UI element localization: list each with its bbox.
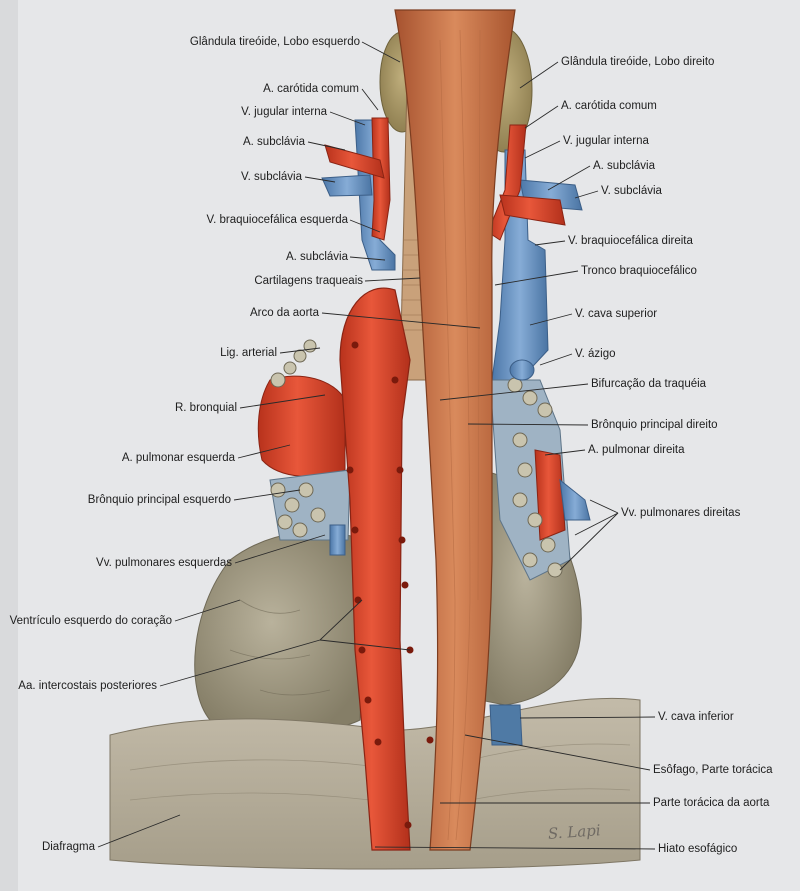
label-left-internal-jugular: V. jugular interna bbox=[241, 106, 327, 118]
label-tracheal-bifurcation: Bifurcação da traquéia bbox=[591, 378, 707, 390]
label-left-pulmonary-veins: Vv. pulmonares esquerdas bbox=[96, 557, 232, 569]
label-left-common-carotid: A. carótida comum bbox=[263, 83, 359, 95]
label-right-pulmonary-veins: Vv. pulmonares direitas bbox=[621, 507, 741, 519]
left-subclavian-vein bbox=[321, 174, 373, 197]
label-right-pulmonary-artery: A. pulmonar direita bbox=[588, 444, 685, 456]
label-azygos-vein: V. ázigo bbox=[575, 348, 616, 360]
label-posterior-intercostal-arteries: Aa. intercostais posteriores bbox=[18, 680, 157, 692]
right-subclavian-artery bbox=[499, 194, 566, 226]
left-pulmonary-veins bbox=[329, 524, 346, 556]
intercostal-artery-origins bbox=[346, 341, 434, 829]
page-gutter bbox=[0, 0, 18, 891]
label-left-main-bronchus: Brônquio principal esquerdo bbox=[87, 494, 231, 506]
right-pulmonary-artery bbox=[534, 449, 566, 541]
inferior-vena-cava bbox=[489, 704, 523, 746]
label-thoracic-esophagus: Esôfago, Parte torácica bbox=[653, 764, 773, 776]
label-left-brachiocephalic-vein: V. braquiocefálica esquerda bbox=[206, 214, 348, 226]
label-right-common-carotid: A. carótida comum bbox=[561, 100, 657, 112]
left-common-carotid bbox=[371, 117, 391, 241]
left-subclavian-artery bbox=[324, 144, 385, 179]
label-left-subclavian-vein: V. subclávia bbox=[241, 171, 302, 183]
left-pulmonary-artery bbox=[257, 375, 346, 478]
label-right-brachiocephalic-vein: V. braquiocefálica direita bbox=[568, 235, 693, 247]
right-pulmonary-veins bbox=[559, 478, 591, 521]
esophagus-muscle-texture bbox=[439, 29, 481, 841]
label-ligamentum-arteriosum: Lig. arterial bbox=[220, 347, 277, 359]
right-common-carotid bbox=[487, 124, 527, 241]
left-upper-bronchi bbox=[270, 339, 317, 388]
label-thoracic-aorta: Parte torácica da aorta bbox=[653, 797, 770, 809]
label-right-subclavian-vein: V. subclávia bbox=[601, 185, 662, 197]
esophagus bbox=[394, 9, 516, 851]
label-diaphragm: Diafragma bbox=[41, 841, 95, 853]
label-right-internal-jugular: V. jugular interna bbox=[563, 135, 649, 147]
label-esophageal-hiatus: Hiato esofágico bbox=[658, 843, 738, 855]
label-thyroid-left-lobe: Glândula tireóide, Lobo esquerdo bbox=[189, 36, 360, 48]
label-left-pulmonary-artery: A. pulmonar esquerda bbox=[121, 452, 235, 464]
label-left-ventricle: Ventrículo esquerdo do coração bbox=[9, 615, 172, 627]
diaphragm-texture bbox=[129, 743, 631, 801]
label-right-main-bronchus: Brônquio principal direito bbox=[591, 419, 718, 431]
leader-lines bbox=[97, 41, 656, 850]
label-thyroid-right-lobe: Glândula tireóide, Lobo direito bbox=[561, 56, 715, 68]
right-bronchi-cartilage bbox=[507, 377, 563, 578]
label-brachiocephalic-trunk: Tronco braquiocefálico bbox=[581, 265, 697, 277]
label-subclavian-artery-lower: A. subclávia bbox=[285, 251, 348, 263]
heart-texture bbox=[229, 599, 331, 696]
artist-signature: S. Lapi bbox=[547, 821, 602, 843]
label-inferior-vena-cava: V. cava inferior bbox=[658, 711, 734, 723]
label-right-subclavian-artery: A. subclávia bbox=[593, 160, 656, 172]
azygos-vein bbox=[509, 359, 535, 381]
label-tracheal-cartilages: Cartilagens traqueais bbox=[254, 275, 363, 287]
left-bronchi-cartilage bbox=[270, 482, 326, 538]
label-left-subclavian-artery: A. subclávia bbox=[242, 136, 305, 148]
thoracic-aorta bbox=[339, 287, 411, 851]
label-superior-vena-cava: V. cava superior bbox=[575, 308, 658, 320]
label-aortic-arch: Arco da aorta bbox=[249, 307, 319, 319]
label-bronchial-branch: R. bronquial bbox=[174, 402, 237, 414]
